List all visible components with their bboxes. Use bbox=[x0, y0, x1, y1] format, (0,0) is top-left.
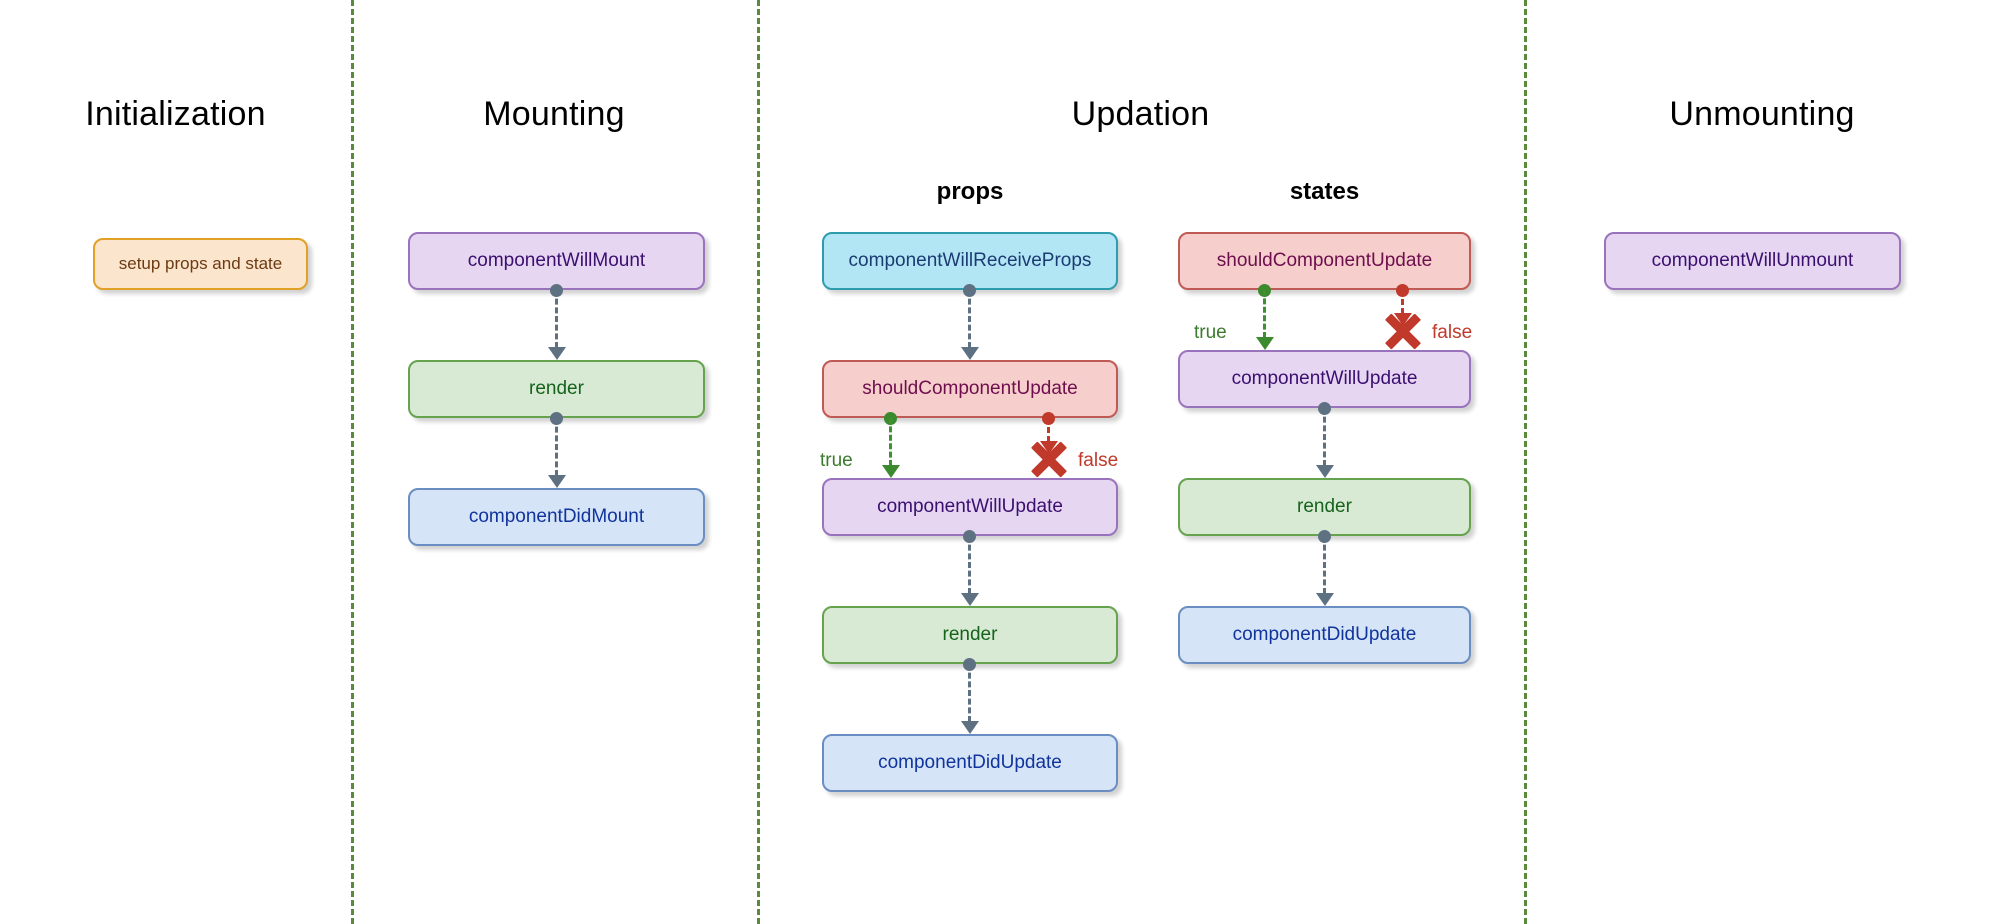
connector-arrow bbox=[548, 475, 566, 488]
subsection-title-states: states bbox=[1289, 178, 1360, 205]
subsection-title-props: props bbox=[936, 178, 1004, 205]
node-component-will-update-states[interactable]: componentWillUpdate bbox=[1178, 350, 1471, 408]
terminator-x-icon bbox=[1028, 438, 1070, 480]
node-component-did-update-props[interactable]: componentDidUpdate bbox=[822, 734, 1118, 792]
branch-line-true bbox=[1263, 290, 1266, 338]
node-component-will-receive-props[interactable]: componentWillReceiveProps bbox=[822, 232, 1118, 290]
branch-line-true bbox=[889, 418, 892, 466]
connector-arrow bbox=[961, 593, 979, 606]
connector-arrow bbox=[1316, 465, 1334, 478]
node-should-component-update-props[interactable]: shouldComponentUpdate bbox=[822, 360, 1118, 418]
section-title-mounting: Mounting bbox=[483, 95, 625, 133]
branch-line-false bbox=[1047, 418, 1050, 442]
connector-line bbox=[555, 418, 558, 476]
branch-label-true: true bbox=[1194, 322, 1227, 343]
connector-line bbox=[555, 290, 558, 348]
node-render-props[interactable]: render bbox=[822, 606, 1118, 664]
node-setup-props-and-state[interactable]: setup props and state bbox=[93, 238, 308, 290]
section-title-unmounting: Unmounting bbox=[1669, 95, 1855, 133]
section-title-initialization: Initialization bbox=[85, 95, 266, 133]
connector-arrow bbox=[961, 721, 979, 734]
connector-line bbox=[968, 290, 971, 348]
node-should-component-update-states[interactable]: shouldComponentUpdate bbox=[1178, 232, 1471, 290]
branch-line-false bbox=[1401, 290, 1404, 314]
node-render-states[interactable]: render bbox=[1178, 478, 1471, 536]
connector-arrow bbox=[548, 347, 566, 360]
connector-line bbox=[968, 664, 971, 722]
branch-arrow-true bbox=[1256, 337, 1274, 350]
connector-line bbox=[1323, 536, 1326, 594]
section-divider-2 bbox=[757, 0, 760, 924]
node-render-mounting[interactable]: render bbox=[408, 360, 705, 418]
section-divider-3 bbox=[1524, 0, 1527, 924]
node-component-will-unmount[interactable]: componentWillUnmount bbox=[1604, 232, 1901, 290]
node-component-will-update-props[interactable]: componentWillUpdate bbox=[822, 478, 1118, 536]
section-title-updation: Updation bbox=[1071, 95, 1210, 133]
node-component-will-mount[interactable]: componentWillMount bbox=[408, 232, 705, 290]
connector-arrow bbox=[1316, 593, 1334, 606]
branch-label-false: false bbox=[1078, 450, 1119, 471]
connector-line bbox=[968, 536, 971, 594]
branch-label-true: true bbox=[820, 450, 853, 471]
branch-arrow-true bbox=[882, 465, 900, 478]
terminator-x-icon bbox=[1382, 310, 1424, 352]
connector-line bbox=[1323, 408, 1326, 466]
connector-arrow bbox=[961, 347, 979, 360]
branch-label-false: false bbox=[1432, 322, 1473, 343]
node-component-did-mount[interactable]: componentDidMount bbox=[408, 488, 705, 546]
section-divider-1 bbox=[351, 0, 354, 924]
node-component-did-update-states[interactable]: componentDidUpdate bbox=[1178, 606, 1471, 664]
